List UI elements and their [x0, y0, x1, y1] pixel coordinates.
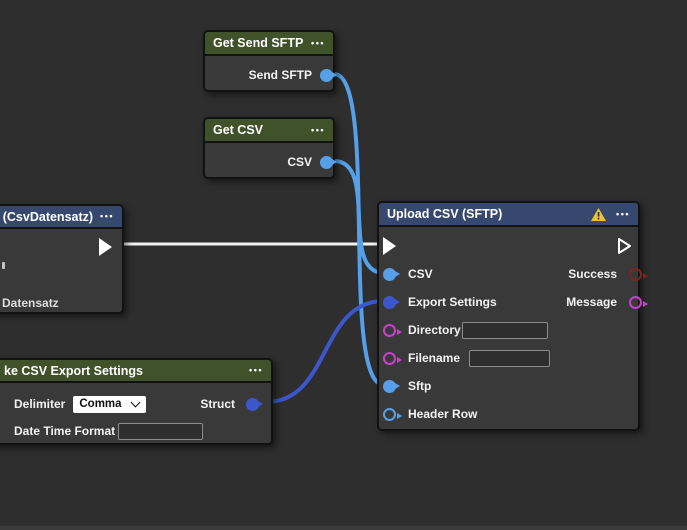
- port-label-csv: CSV: [287, 155, 312, 169]
- filename-input[interactable]: [469, 349, 550, 367]
- port-label-sftp: Sftp: [408, 379, 432, 393]
- node-get-csv[interactable]: Get CSV ••• CSV: [203, 117, 337, 179]
- node-make-csv-export-settings[interactable]: ke CSV Export Settings ••• Delimiter Com…: [0, 358, 273, 445]
- input-port-sftp[interactable]: [383, 379, 400, 393]
- wire-struct-to-export-settings: [264, 299, 386, 404]
- node-menu-icon[interactable]: •••: [616, 208, 630, 219]
- output-port-success[interactable]: [629, 267, 648, 281]
- clipped-label-fragment: [2, 262, 5, 269]
- input-port-export-settings[interactable]: [383, 295, 400, 309]
- node-title: Get Send SFTP: [213, 36, 304, 50]
- warning-icon: [591, 207, 607, 221]
- port-label-filename: Filename: [408, 351, 461, 365]
- node-menu-icon[interactable]: •••: [311, 37, 325, 48]
- node-header[interactable]: Upload CSV (SFTP) •••: [379, 203, 638, 227]
- node-header[interactable]: ke CSV Export Settings •••: [0, 360, 271, 383]
- canvas-bottom-edge: [0, 526, 687, 530]
- node-header[interactable]: Get Send SFTP •••: [205, 32, 333, 56]
- chevron-down-icon: [130, 397, 140, 408]
- input-port-csv[interactable]: [383, 267, 400, 281]
- node-header[interactable]: Get CSV •••: [205, 119, 333, 143]
- wire-csv-to-csv: [332, 159, 386, 275]
- port-label-success: Success: [568, 267, 617, 281]
- execute-output-port[interactable]: [99, 238, 112, 256]
- port-label-struct: Struct: [200, 397, 235, 411]
- execute-input-port[interactable]: [383, 237, 396, 255]
- output-port-send-sftp[interactable]: [320, 68, 337, 82]
- directory-input[interactable]: [462, 321, 548, 339]
- port-label-message: Message: [566, 295, 617, 309]
- node-menu-icon[interactable]: •••: [311, 124, 325, 135]
- delimiter-selected-value: Comma: [79, 398, 122, 410]
- output-port-message[interactable]: [629, 295, 648, 309]
- node-title: Get CSV: [213, 123, 264, 137]
- port-label-header-row: Header Row: [408, 407, 478, 421]
- port-label-export-settings: Export Settings: [408, 295, 497, 309]
- node-title: Upload CSV (SFTP): [387, 207, 503, 221]
- input-port-filename[interactable]: [383, 351, 402, 365]
- node-title: SV (CsvDatensatz): [0, 209, 94, 224]
- date-time-format-input[interactable]: [118, 422, 203, 440]
- node-get-send-sftp[interactable]: Get Send SFTP ••• Send SFTP: [203, 30, 337, 92]
- output-port-csv[interactable]: [320, 155, 337, 169]
- port-label-directory: Directory: [408, 323, 461, 337]
- node-upload-csv-sftp[interactable]: Upload CSV (SFTP) ••• CSV: [377, 201, 648, 431]
- output-port-struct[interactable]: [246, 397, 263, 411]
- delimiter-label: Delimiter: [14, 397, 66, 411]
- date-time-format-label: Date Time Format: [14, 424, 116, 438]
- node-menu-icon[interactable]: •••: [100, 211, 114, 221]
- input-port-directory[interactable]: [383, 323, 402, 337]
- port-label-send-sftp: Send SFTP: [248, 68, 312, 82]
- execute-output-port[interactable]: [616, 237, 632, 255]
- port-label-csv: CSV: [408, 267, 433, 281]
- node-read-csv-clipped[interactable]: SV (CsvDatensatz) ••• Datensatz: [0, 204, 124, 314]
- node-menu-icon[interactable]: •••: [249, 365, 263, 375]
- port-label-datensatz: Datensatz: [2, 296, 59, 310]
- input-port-header-row[interactable]: [383, 407, 402, 421]
- node-title: ke CSV Export Settings: [4, 363, 143, 378]
- node-header[interactable]: SV (CsvDatensatz) •••: [0, 206, 122, 229]
- delimiter-select[interactable]: Comma: [73, 395, 147, 413]
